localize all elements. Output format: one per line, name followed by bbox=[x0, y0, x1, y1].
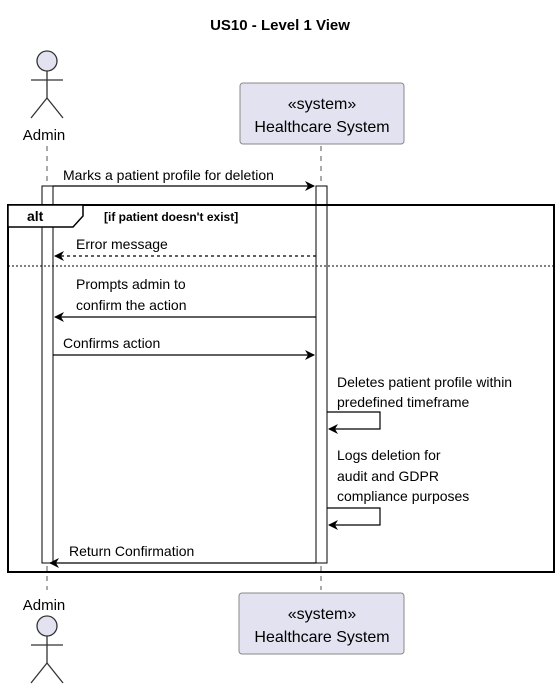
admin-actor-top: Admin bbox=[23, 50, 66, 144]
message-6-label-3: compliance purposes bbox=[337, 488, 469, 504]
message-2-label: Error message bbox=[76, 236, 168, 252]
message-6-arrow bbox=[327, 507, 381, 530]
admin-actor-bottom: Admin bbox=[23, 597, 66, 684]
system-name-bottom: Healthcare System bbox=[254, 629, 389, 646]
message-5-label-2: predefined timeframe bbox=[337, 394, 470, 410]
alt-fragment bbox=[7, 204, 555, 573]
message-5-label-1: Deletes patient profile within bbox=[337, 374, 512, 390]
admin-label-bottom: Admin bbox=[23, 597, 66, 614]
message-1-label: Marks a patient profile for deletion bbox=[63, 167, 274, 183]
message-3-label-1: Prompts admin to bbox=[76, 276, 186, 292]
system-stereotype-top: «system» bbox=[288, 96, 357, 113]
alt-operator-tab bbox=[7, 204, 84, 228]
message-4-label: Confirms action bbox=[63, 335, 160, 351]
system-activation bbox=[315, 185, 328, 564]
admin-label-top: Admin bbox=[23, 127, 66, 144]
system-stereotype-bottom: «system» bbox=[288, 606, 357, 623]
system-box-bottom: «system» Healthcare System bbox=[238, 592, 405, 655]
system-box-top: «system» Healthcare System bbox=[239, 82, 405, 145]
message-3-label-2: confirm the action bbox=[76, 297, 187, 313]
alt-operator: alt bbox=[27, 208, 44, 224]
message-6-label-1: Logs deletion for bbox=[337, 447, 441, 463]
alt-guard: [if patient doesn't exist] bbox=[104, 210, 238, 224]
diagram-title: US10 - Level 1 View bbox=[210, 17, 350, 34]
message-7-label: Return Confirmation bbox=[69, 543, 194, 559]
actor-head-icon bbox=[36, 615, 58, 637]
actor-head-icon bbox=[36, 50, 58, 72]
system-name-top: Healthcare System bbox=[254, 119, 389, 136]
message-6-label-2: audit and GDPR bbox=[337, 468, 439, 484]
admin-activation bbox=[41, 185, 54, 564]
message-5-arrow bbox=[327, 411, 381, 434]
